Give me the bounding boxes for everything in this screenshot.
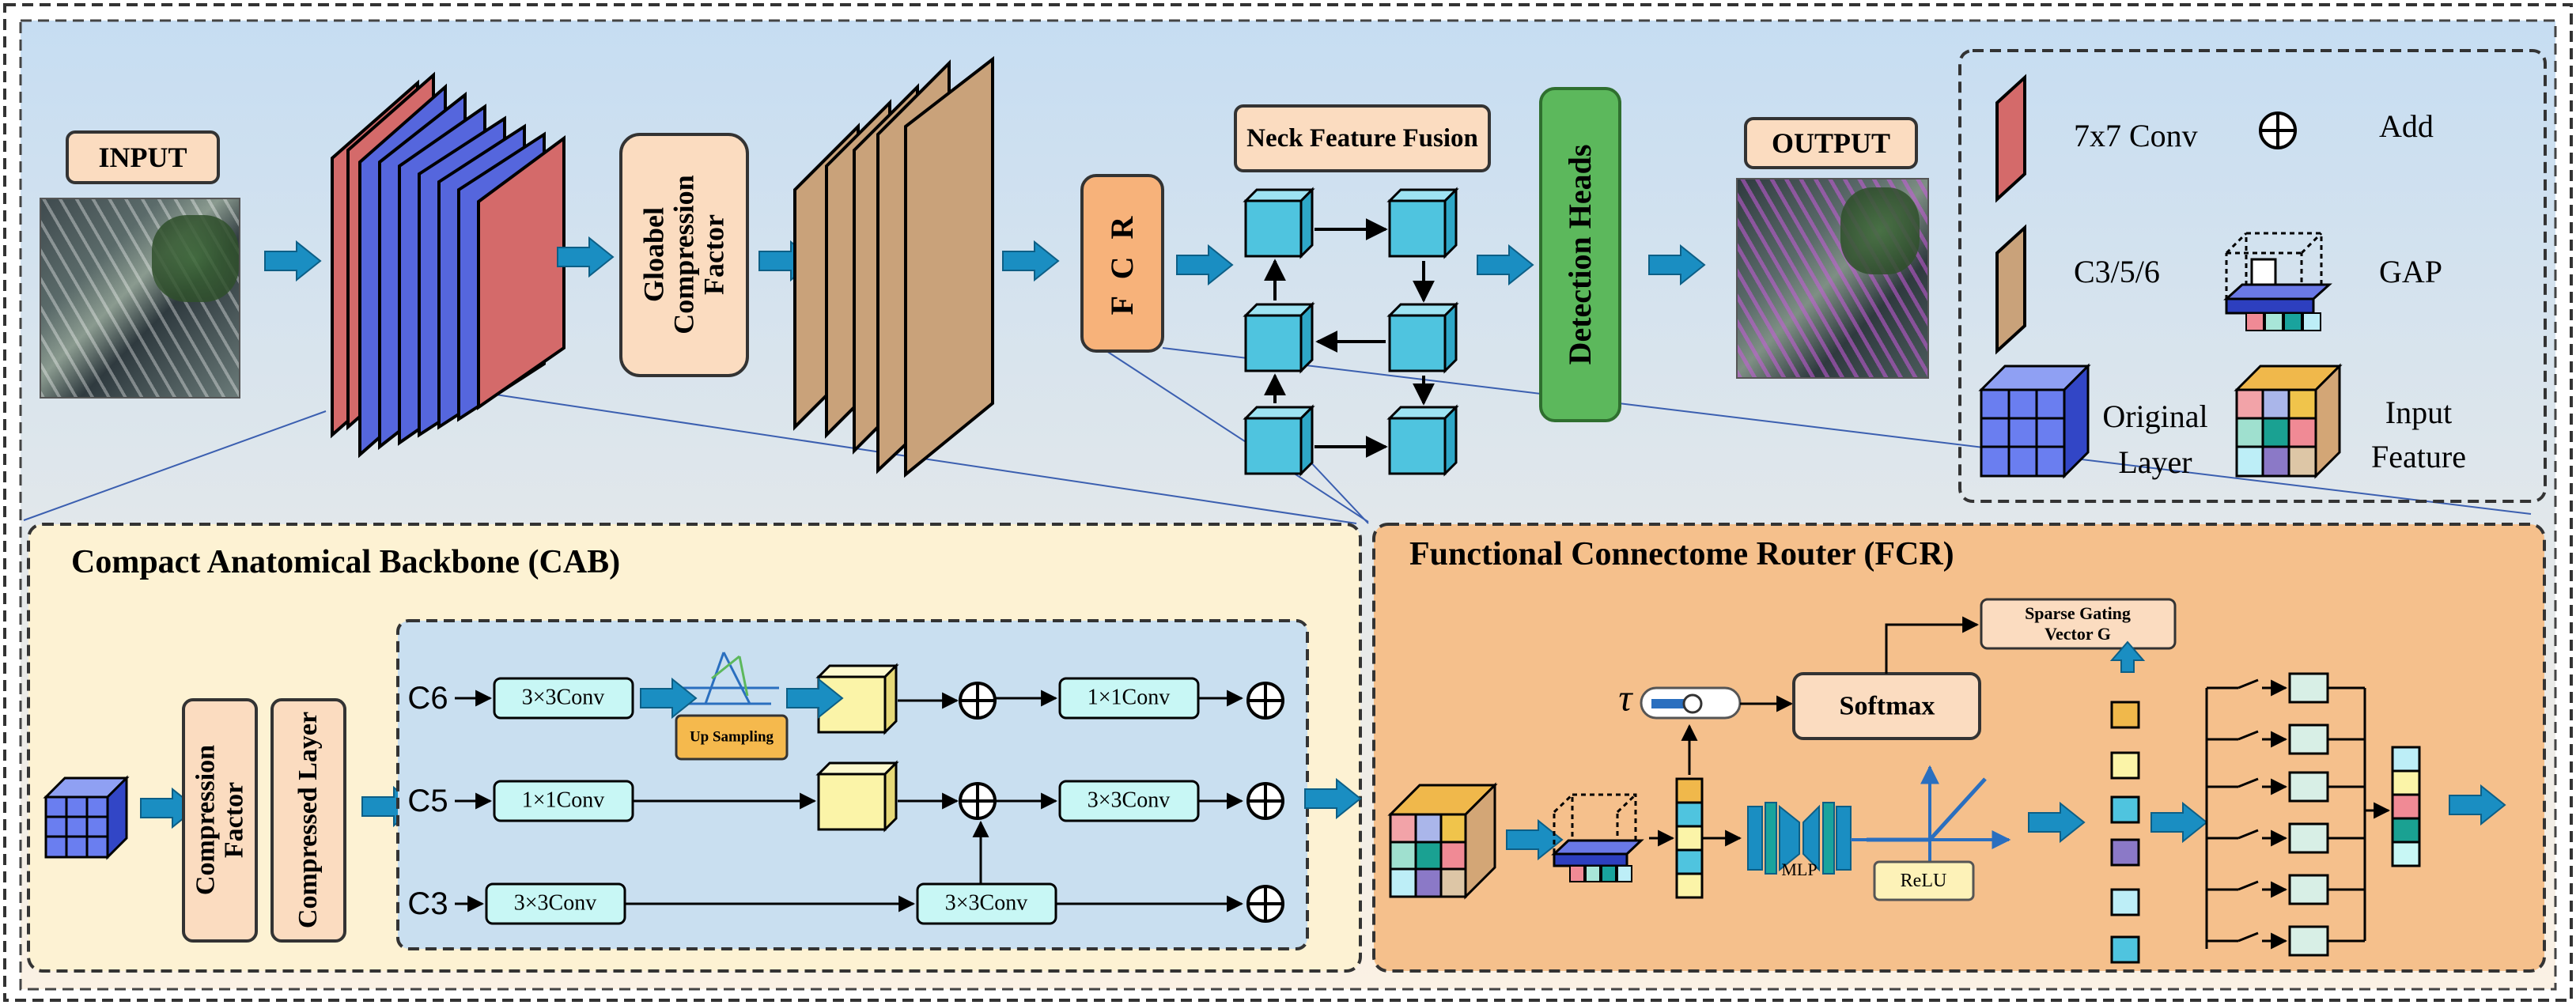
input-feature-cube: [2234, 363, 2343, 479]
cab-arrows: [455, 690, 1244, 912]
compression-factor-label: Compression Factor: [191, 744, 248, 896]
output-image: [1736, 178, 1929, 379]
cab-c3-label: C3: [407, 886, 448, 921]
legend-input-label-1: Input: [2385, 395, 2453, 430]
arrow-gating-up: [2109, 640, 2146, 673]
cab-conv33-b: 3×3Conv: [513, 890, 597, 916]
arrow-softmax-gating: [1885, 616, 1980, 674]
fcr-box: [1080, 174, 1164, 353]
compressed-layer-box: [270, 698, 346, 943]
mlp-label: MLP: [1781, 859, 1818, 879]
mlp-icon: [1747, 802, 1852, 875]
legend-gap-label: GAP: [2379, 254, 2443, 289]
relu-box: [1873, 860, 1975, 901]
sparse-gating-label-2: Vector G: [2045, 623, 2111, 644]
detection-heads-box: [1539, 87, 1621, 422]
tan-layers: [793, 55, 994, 478]
output-vector: [2391, 746, 2421, 867]
legend-add-label: Add: [2379, 108, 2434, 144]
gcf-box: [619, 133, 749, 377]
backbone-layers: [331, 71, 566, 459]
legend-panel: [1958, 49, 2547, 503]
cab-conv33-d: 3×3Conv: [944, 890, 1028, 916]
relu-plot: [1851, 765, 2011, 874]
legend-conv7-label: 7x7 Conv: [2074, 118, 2198, 153]
input-image: [40, 198, 240, 399]
softmax-label: Softmax: [1839, 691, 1935, 721]
fcr-input-cube: [1387, 782, 1498, 900]
sparse-gating-label-1: Sparse Gating: [2025, 603, 2131, 623]
tau-slider-knob: [1682, 693, 1703, 714]
compression-factor-box: [182, 698, 258, 943]
upsampling-label: Up Sampling: [689, 728, 774, 746]
cab-conv33-c: 3×3Conv: [1087, 788, 1171, 813]
cab-conv11-a: 1×1Conv: [521, 788, 605, 813]
upsampling-icon: [680, 652, 779, 705]
expert-merge: [2328, 686, 2391, 943]
fcr-gap-icon: [1551, 793, 1644, 882]
legend-original-label-2: Layer: [2118, 444, 2192, 480]
neck-label: Neck Feature Fusion: [1234, 104, 1491, 172]
fcr-panel: [1372, 523, 2546, 973]
cab-ycube-2: [817, 761, 898, 831]
fcr-vector: [1675, 777, 1704, 899]
output-label: OUTPUT: [1744, 117, 1918, 169]
cab-title: Compact Anatomical Backbone (CAB): [71, 544, 621, 580]
upsampling-box: [675, 714, 789, 761]
legend-input-label-2: Feature: [2371, 439, 2466, 474]
tau-label: τ: [1618, 677, 1632, 720]
outer-frame: [3, 3, 2573, 1002]
sparse-gating-box: [1980, 598, 2177, 650]
cab-input-cube: [43, 775, 130, 860]
detection-heads-label: Detection Heads: [1562, 144, 1598, 365]
legend-icons: [1995, 74, 2332, 355]
cab-conv11-b: 1×1Conv: [1087, 685, 1171, 710]
cab-c5-label: C5: [407, 784, 448, 818]
legend-original-label-1: Original: [2102, 399, 2208, 434]
cab-c6-label: C6: [407, 681, 448, 716]
compressed-layer-label: Compressed Layer: [293, 711, 323, 929]
fcr-title: Functional Connectome Router (FCR): [1409, 536, 1954, 572]
original-layer-cube: [1978, 363, 2091, 479]
gcf-label: Gloabel Compression Factor: [637, 175, 729, 334]
expert-boxes: [2288, 672, 2329, 957]
input-label: INPUT: [66, 130, 220, 184]
relu-label: ReLU: [1900, 870, 1947, 891]
cab-conv33-a: 3×3Conv: [521, 685, 605, 710]
neck-arrows: [1264, 218, 1435, 458]
fcr-short-label: F C R: [1104, 211, 1140, 315]
switch-array: [2205, 678, 2288, 950]
legend-c356-label: C3/5/6: [2074, 254, 2160, 289]
gating-column: [2110, 701, 2140, 964]
tau-slider-fill: [1651, 699, 1691, 708]
